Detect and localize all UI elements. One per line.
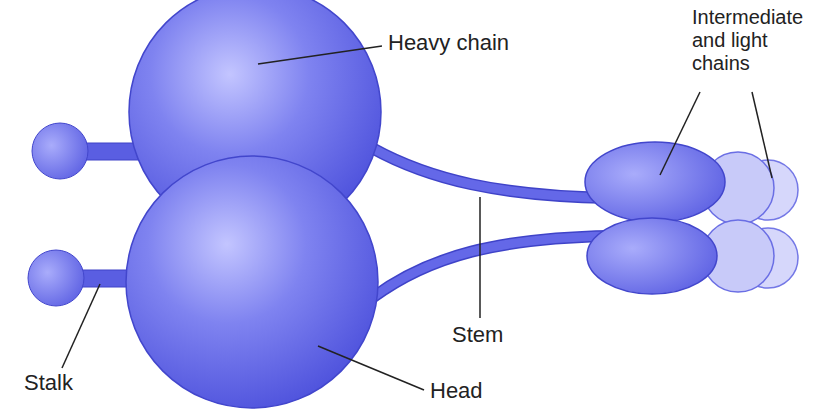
stem: [372, 236, 610, 298]
leader-line: [479, 197, 481, 318]
leader-line: [752, 92, 772, 178]
stem: [372, 148, 610, 198]
stem: [372, 236, 610, 298]
leader-line: [660, 92, 700, 175]
leader-line: [318, 346, 424, 390]
leader-line: [62, 284, 100, 368]
head-globule: [126, 156, 378, 408]
leader-line: [258, 46, 382, 64]
stalk-tip: [32, 123, 88, 179]
intermediate-chain: [585, 142, 725, 222]
part-label: Head: [430, 378, 483, 403]
part-label: Heavy chain: [388, 30, 509, 55]
part-label: Intermediate and light chains: [692, 6, 814, 75]
intermediate-chain: [587, 218, 717, 294]
stem: [372, 148, 610, 198]
stalk-tip: [28, 250, 84, 306]
part-label: Stem: [452, 322, 503, 347]
part-label: Stalk: [24, 370, 73, 395]
